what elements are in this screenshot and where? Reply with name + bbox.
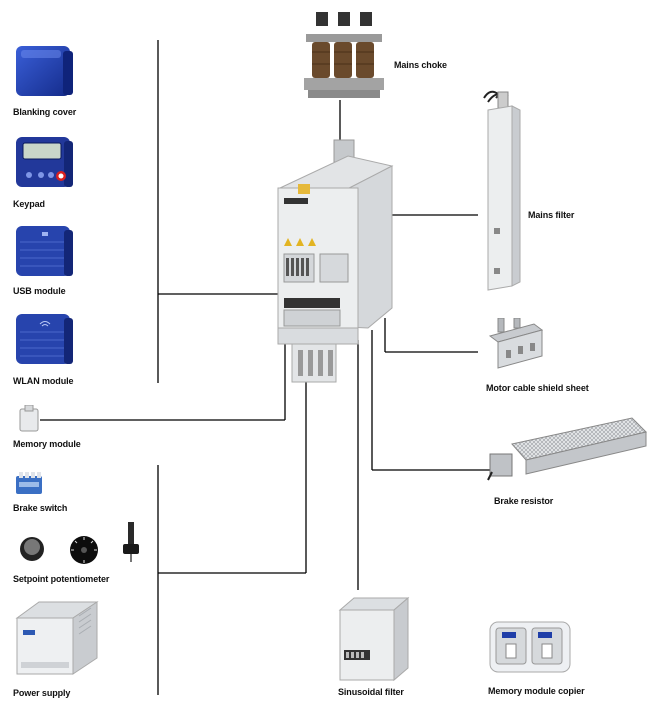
label-blanking-cover: Blanking cover [13,107,77,117]
memory-module-copier-image [489,621,571,673]
label-memory-module: Memory module [13,439,81,449]
blanking-cover-image [16,46,73,96]
label-mains-filter: Mains filter [528,210,575,220]
inverter-image [277,139,394,383]
setpoint-potentiometer-image [20,522,139,564]
label-sinusoidal-filter: Sinusoidal filter [338,687,404,697]
label-power-supply: Power supply [13,688,71,698]
label-usb-module: USB module [13,286,66,296]
power-supply-image [15,601,99,675]
usb-module-image [16,226,73,276]
keypad-image [16,137,73,187]
label-mains-choke: Mains choke [394,60,447,70]
brake-switch-image [16,472,42,494]
motor-cable-shield-sheet-image [488,318,544,369]
label-brake-switch: Brake switch [13,503,68,513]
label-setpoint-potentiometer: Setpoint potentiometer [13,574,110,584]
label-motor-cable-shield-sheet: Motor cable shield sheet [486,383,589,393]
memory-module-image [19,405,39,432]
label-keypad: Keypad [13,199,45,209]
wlan-module-image [16,314,73,364]
sinusoidal-filter-image [338,596,410,682]
label-memory-module-copier: Memory module copier [488,686,585,696]
brake-resistor-image [487,417,647,481]
label-wlan-module: WLAN module [13,376,74,386]
label-brake-resistor: Brake resistor [494,496,554,506]
mains-filter-image [483,90,521,291]
mains-choke-image [304,12,384,98]
